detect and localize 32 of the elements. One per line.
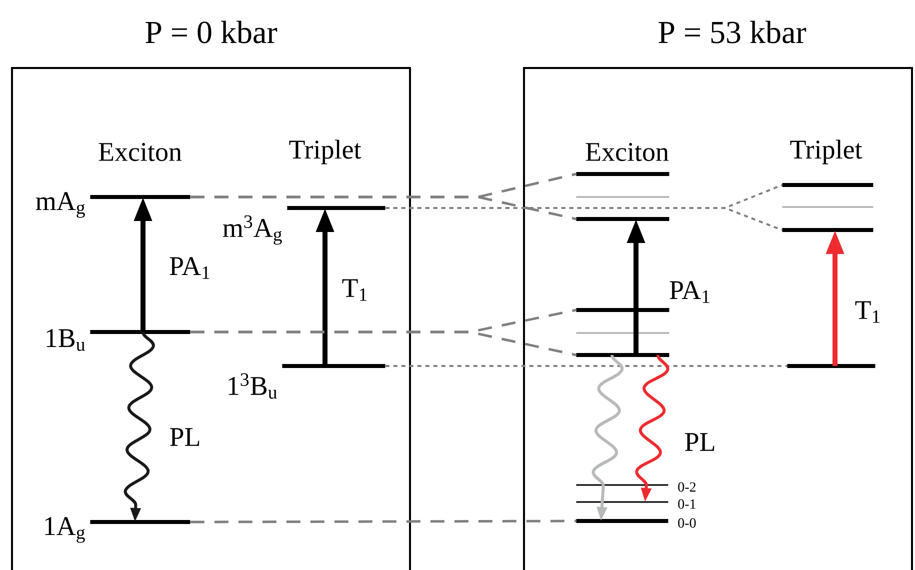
correlation-line: [190, 196, 576, 220]
column-heading: Triplet: [289, 140, 362, 164]
energy-level: [576, 172, 670, 176]
column-heading: Triplet: [790, 140, 862, 164]
column-heading: Exciton: [586, 142, 669, 162]
level-label: 1$^{3}$B$_{u}$: [228, 373, 277, 399]
panel-title: P = 0 kbar: [146, 20, 278, 44]
energy-level: [782, 183, 874, 187]
level-label: m$^{3}$A$_{g}$: [222, 215, 282, 245]
correlation-line: [385, 207, 782, 231]
correlation-line: [385, 365, 787, 367]
level-label: 0-2: [678, 482, 696, 492]
panel-title: P = 53 kbar: [658, 20, 806, 44]
edge-label: PL: [685, 433, 714, 451]
energy-level: [576, 308, 670, 312]
level-label: 1B$_{u}$: [46, 329, 85, 351]
edge-label: PA$_{1}$: [170, 257, 210, 279]
level-label: 1A$_{g}$: [45, 517, 85, 543]
edge-label: PL: [170, 428, 200, 446]
energy-level: [787, 364, 876, 368]
correlation-line: [190, 520, 576, 524]
column-heading: Exciton: [98, 142, 182, 162]
level-label: mA$_{g}$: [36, 192, 85, 218]
correlation-line: [190, 330, 576, 356]
energy-level: [782, 228, 874, 232]
edge-label: T$_{1}$: [855, 301, 880, 323]
energy-level: [576, 217, 670, 221]
level-label: 0-0: [678, 518, 696, 528]
edge-label: PA$_{1}$: [670, 281, 710, 303]
energy-level: [576, 353, 670, 357]
edge-label: T$_{1}$: [342, 279, 367, 301]
level-label: 0-1: [678, 499, 696, 509]
